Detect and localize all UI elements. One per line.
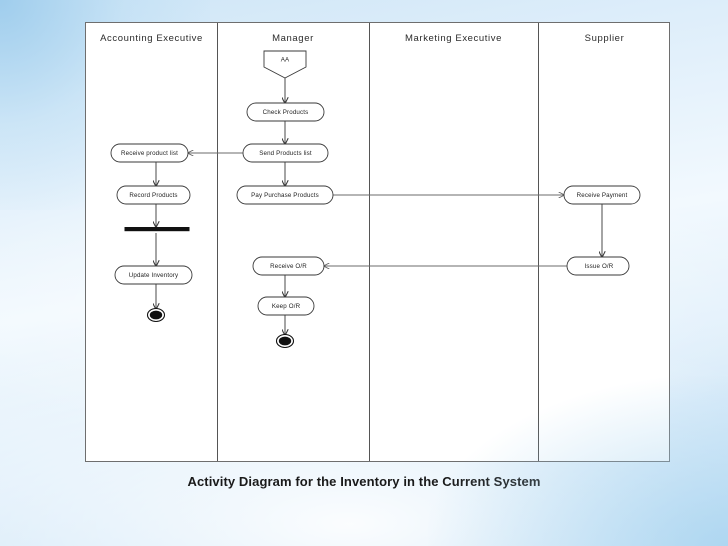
node-check-products[interactable]: Check Products [246,102,325,122]
node-manager-end[interactable] [275,333,295,349]
node-issue-or-label: Issue O/R [585,263,614,270]
lane-header-marketing-executive: Marketing Executive [405,33,502,44]
lane-divider-2 [369,23,370,461]
node-receive-product-list[interactable]: Receive product list [110,143,189,163]
node-pay-purchase-products-label: Pay Purchase Products [251,192,319,199]
slide-caption: Activity Diagram for the Inventory in th… [187,474,541,489]
node-keep-or-label: Keep O/R [272,303,301,310]
node-receive-or-label: Receive O/R [270,263,307,270]
node-receive-or[interactable]: Receive O/R [252,256,325,276]
node-receive-payment-label: Receive Payment [577,192,628,199]
node-record-products-label: Record Products [129,192,177,199]
lane-header-supplier: Supplier [584,33,625,44]
lane-divider-3 [538,23,539,461]
lane-header-manager: Manager [272,33,314,44]
node-issue-or[interactable]: Issue O/R [566,256,630,276]
node-update-inventory-label: Update Inventory [129,272,179,279]
node-receive-product-list-label: Receive product list [121,150,178,157]
node-send-products-list-label: Send Products list [259,150,312,157]
node-receive-payment[interactable]: Receive Payment [563,185,641,205]
node-start-aa-label: AA [281,57,290,64]
node-start-aa[interactable]: AA [263,50,307,79]
lane-divider-1 [217,23,218,461]
node-send-products-list[interactable]: Send Products list [242,143,329,163]
node-synchronization-bar[interactable] [124,227,190,232]
node-keep-or[interactable]: Keep O/R [257,296,315,316]
node-pay-purchase-products[interactable]: Pay Purchase Products [236,185,334,205]
node-update-inventory[interactable]: Update Inventory [114,265,193,285]
diagram-shapes-layer: AA Check Products Send Products list Pay… [110,50,641,349]
activity-diagram-canvas: Accounting Executive Manager Marketing E… [85,22,670,462]
node-check-products-label: Check Products [263,109,309,116]
lane-header-accounting-executive: Accounting Executive [100,33,203,44]
node-record-products[interactable]: Record Products [116,185,191,205]
node-accounting-end[interactable] [146,307,166,323]
